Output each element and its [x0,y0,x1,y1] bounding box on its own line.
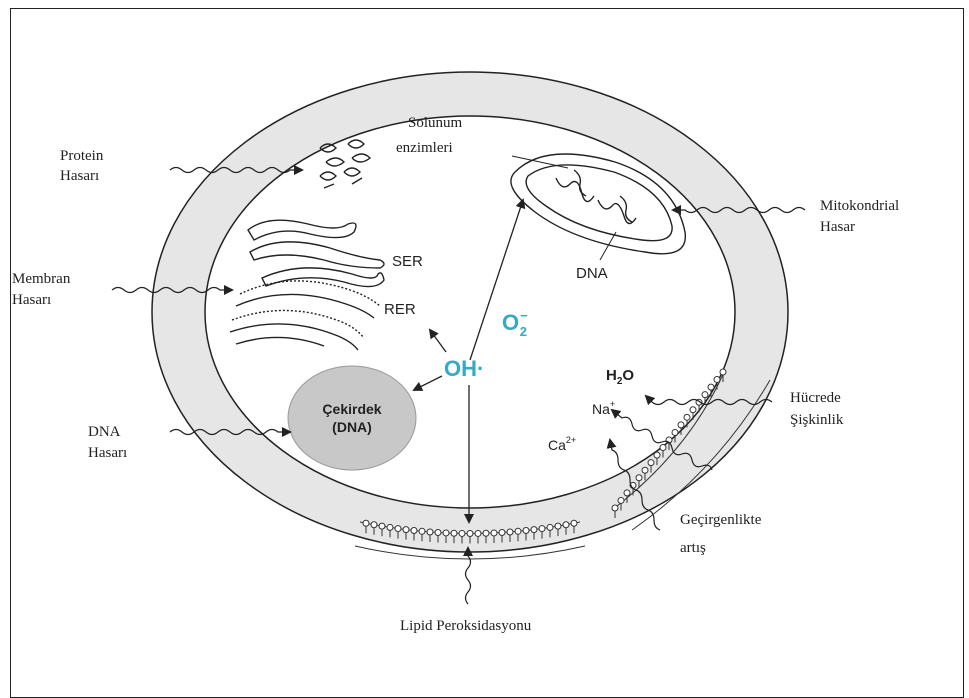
lipid-head [387,524,393,530]
lipid-head [531,527,537,533]
nucleus [288,366,416,470]
lipid-head [443,530,449,536]
respiratory-enzymes-label-2: enzimleri [396,140,453,156]
swelling-label-1: Hücrede [790,390,841,406]
lipid-head [403,527,409,533]
mitochondrial-damage-label-1: Mitokondrial [820,198,899,214]
membrane-damage-label-2: Hasarı [12,292,51,308]
lipid-head [363,520,369,526]
lipid-head [427,529,433,535]
lipid-head [702,392,708,398]
lipid-head [714,377,720,383]
lipid-head [654,452,660,458]
protein-damage-label-1: Protein [60,148,104,164]
lipid-head [660,445,666,451]
lipid-head [571,520,577,526]
lipid-head [539,526,545,532]
respiratory-enzymes-label-1: Solunum [408,115,463,131]
lipid-head [547,524,553,530]
dna-damage-label-1: DNA [88,424,121,440]
lipid-head [435,530,441,536]
lipid-head [563,522,569,528]
permeability-label-2: artış [680,540,706,556]
lipid-head [684,414,690,420]
rer-label: RER [384,301,416,318]
nucleus-label-2: (DNA) [332,419,372,435]
lipid-head [636,475,642,481]
hydroxyl-radical-label: OH· [444,356,484,381]
lipid-head [624,490,630,496]
superoxide-label: O−2 [502,308,528,339]
mito-dna-label: DNA [576,265,608,282]
lipid-head [491,530,497,536]
lipid-head [515,528,521,534]
lipid-head [507,529,513,535]
lipid-head [648,460,654,466]
lipid-head [678,422,684,428]
membrane-damage-label-1: Membran [12,271,71,287]
nucleus-label-1: Çekirdek [322,401,381,417]
lipid-head [672,429,678,435]
lipid-head [379,523,385,529]
lipid-head [499,530,505,536]
lipid-head [555,523,561,529]
lipid-head [419,528,425,534]
lipid-head [475,530,481,536]
permeability-label-1: Geçirgenlikte [680,512,762,528]
lipid-head [690,407,696,413]
lipid-head [642,467,648,473]
ser-label: SER [392,253,423,270]
cell-damage-diagram: Protein Hasarı Membran Hasarı DNA Hasarı… [0,0,969,684]
lipid-head [411,528,417,534]
lipid-head [451,530,457,536]
lipid-head [523,528,529,534]
lipid-head [720,369,726,375]
swelling-label-2: Şişkinlik [790,412,844,428]
lipid-head [371,522,377,528]
lipid-head [708,384,714,390]
dna-damage-label-2: Hasarı [88,445,127,461]
lipid-peroxidation-label: Lipid Peroksidasyonu [400,618,532,634]
lipid-head [459,530,465,536]
mitochondrial-damage-label-2: Hasar [820,219,855,235]
lipid-head [612,505,618,511]
protein-damage-label-2: Hasarı [60,168,99,184]
lipid-head [395,526,401,532]
lipid-head [467,531,473,537]
lipid-head [483,530,489,536]
lipid-head [618,497,624,503]
